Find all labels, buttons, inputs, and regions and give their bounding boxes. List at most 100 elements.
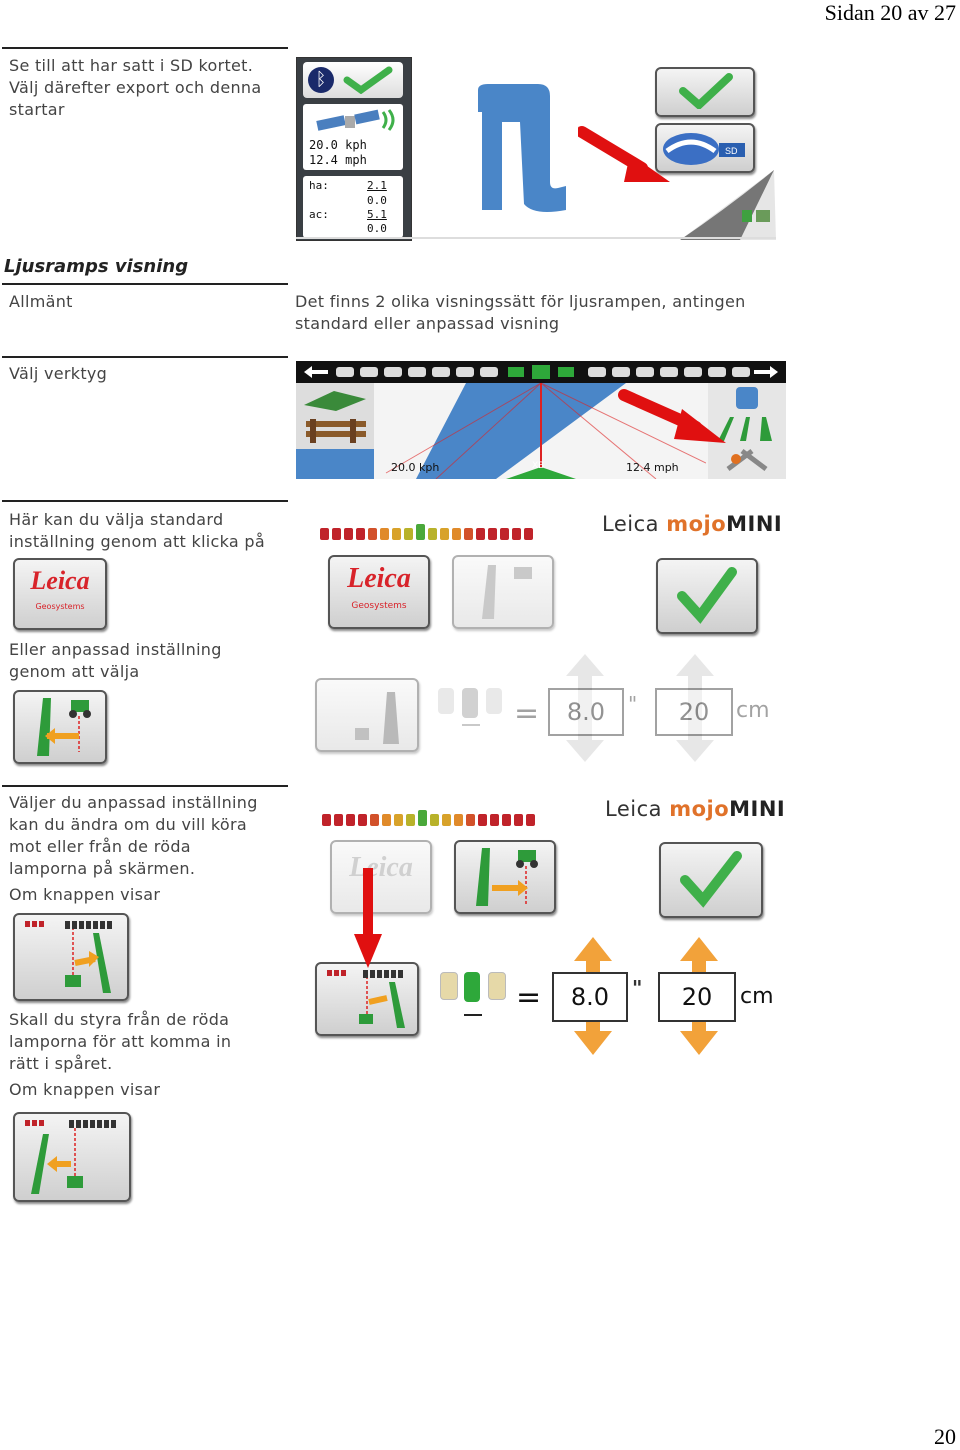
custom-intro-line-2: genom att välja <box>9 662 140 681</box>
tractor-guidance-icon <box>482 565 532 619</box>
section-title: Ljusramps visning <box>4 256 189 277</box>
speed-right: 12.4 mph <box>626 461 679 474</box>
standard-text: Här kan du välja standard inställning ge… <box>9 509 265 553</box>
row-spacing-icon <box>440 972 508 1024</box>
checkmark-icon <box>679 73 733 109</box>
divider <box>2 356 288 358</box>
cm-unit: cm <box>736 698 770 723</box>
speed-left: 20.0 kph <box>391 461 440 474</box>
red-arrow <box>618 389 726 443</box>
custom-line-3: mot eller från de röda <box>9 837 191 856</box>
custom-line-6: Skall du styra från de röda <box>9 1010 230 1029</box>
general-text-line-1: Det finns 2 olika visningssätt för ljusr… <box>295 292 746 311</box>
custom-line-9: Om knappen visar <box>9 1080 161 1099</box>
ha-value-2: 0.0 <box>367 194 387 207</box>
field-icon[interactable] <box>300 387 370 413</box>
custom-line-1: Väljer du anpassad inställning <box>9 793 258 812</box>
custom-button-active[interactable] <box>454 840 556 914</box>
arrow-left-icon <box>304 366 328 378</box>
intro-line-1: Se till att har satt i SD kortet. <box>9 56 254 75</box>
leica-standard-button[interactable]: Leica Geosystems <box>13 558 107 630</box>
cm-input[interactable]: 20 <box>655 688 733 736</box>
red-arrow <box>354 868 382 968</box>
field-view <box>385 383 706 479</box>
cm-input[interactable]: 20 <box>658 972 736 1022</box>
lightbar-lamps <box>336 365 750 379</box>
away-from-red-button[interactable] <box>13 1112 131 1202</box>
left-toolbar <box>296 383 374 479</box>
ac-label: ac: <box>309 208 329 221</box>
center-marker: XB <box>532 461 545 471</box>
standard-line-2: inställning genom att klicka på <box>9 532 265 551</box>
confirm-button[interactable] <box>655 67 755 117</box>
lightbar-mode-button[interactable] <box>315 678 419 752</box>
lightbar-settings-icon[interactable] <box>710 413 786 443</box>
general-text-line-2: standard eller anpassad visning <box>295 314 560 333</box>
sd-export-button[interactable]: SD <box>655 123 755 173</box>
guidance-screen: 20.0 kph XB 12.4 mph <box>296 361 786 479</box>
device-status-panel: ᛒ 20.0 kph 12.4 mph ha: 2.1 0.0 ac: 5.1 … <box>296 57 412 241</box>
checkmark-icon <box>680 851 742 908</box>
leica-logo: Leica <box>30 566 90 595</box>
divider <box>2 785 288 787</box>
general-label: Allmänt <box>9 292 73 311</box>
tractor-guidance-icon <box>355 692 399 744</box>
ha-label: ha: <box>309 179 329 192</box>
divider <box>296 237 776 239</box>
ha-value: 2.1 <box>367 179 387 192</box>
fence-icon[interactable] <box>300 417 370 445</box>
leica-logo: Leica <box>347 563 411 594</box>
spacing-input[interactable]: 8.0 <box>552 972 628 1022</box>
page-header: Sidan 20 av 27 <box>824 0 956 25</box>
spacing-unit: " <box>628 692 638 716</box>
leica-sub: Geosystems <box>35 602 85 611</box>
ac-value: 5.1 <box>367 208 387 221</box>
custom-setting-button[interactable] <box>13 690 107 764</box>
lightbar-toward-icon <box>327 970 405 1028</box>
ac-value-2: 0.0 <box>367 222 387 235</box>
intro-line-2: Välj därefter export och denna <box>9 78 262 97</box>
confirm-button[interactable] <box>659 842 763 918</box>
sd-label: SD <box>725 146 738 156</box>
database-icon[interactable] <box>736 387 758 409</box>
confirm-button[interactable] <box>656 558 758 634</box>
leica-button-disabled[interactable]: Leica <box>330 840 432 914</box>
stepper-arrows[interactable] <box>562 652 608 764</box>
implement-icon[interactable] <box>296 449 374 479</box>
area-box: ha: 2.1 0.0 ac: 5.1 0.0 <box>303 176 403 238</box>
toward-red-button[interactable] <box>13 913 129 1001</box>
custom-intro-text: Eller anpassad inställning genom att väl… <box>9 639 222 683</box>
lightbar-away-icon <box>25 1120 116 1194</box>
stepper-arrows[interactable] <box>672 652 718 764</box>
intro-line-3: startar <box>9 100 65 119</box>
export-sd-icon: SD <box>663 133 745 165</box>
lightbar-preview <box>322 810 572 826</box>
bluetooth-icon: ᛒ <box>308 67 334 93</box>
red-arrow <box>578 126 670 182</box>
leica-logo: Leica <box>349 852 413 883</box>
checkmark-icon <box>343 66 393 94</box>
lightbar-mode-button[interactable] <box>315 962 419 1036</box>
tools-icon[interactable] <box>722 445 772 475</box>
custom-line-5: Om knappen visar <box>9 885 161 904</box>
brand-title: Leica mojoMINI <box>602 512 783 536</box>
custom-text-2: Skall du styra från de röda lamporna för… <box>9 1009 231 1101</box>
custom-line-7: lamporna för att komma in <box>9 1032 232 1051</box>
satellite-icon <box>316 109 395 131</box>
page-number: 20 <box>934 1424 956 1449</box>
leica-button[interactable]: Leica Geosystems <box>328 555 430 629</box>
custom-button-disabled[interactable] <box>452 555 554 629</box>
lightbar-toward-icon <box>25 921 112 993</box>
spacing-input[interactable]: 8.0 <box>548 688 624 736</box>
tractor-guidance-icon <box>476 848 538 906</box>
gps-speed-box: 20.0 kph 12.4 mph <box>303 104 403 170</box>
custom-text: Väljer du anpassad inställning kan du än… <box>9 792 258 906</box>
custom-line-4: lamporna på skärmen. <box>9 859 196 878</box>
general-text: Det finns 2 olika visningssätt för ljusr… <box>295 291 746 335</box>
tractor-guidance-icon <box>37 698 91 756</box>
speed-mph: 12.4 mph <box>309 153 367 167</box>
cm-unit: cm <box>740 984 774 1009</box>
standard-line-1: Här kan du välja standard <box>9 510 224 529</box>
custom-line-8: rätt i spåret. <box>9 1054 113 1073</box>
divider <box>2 500 288 502</box>
